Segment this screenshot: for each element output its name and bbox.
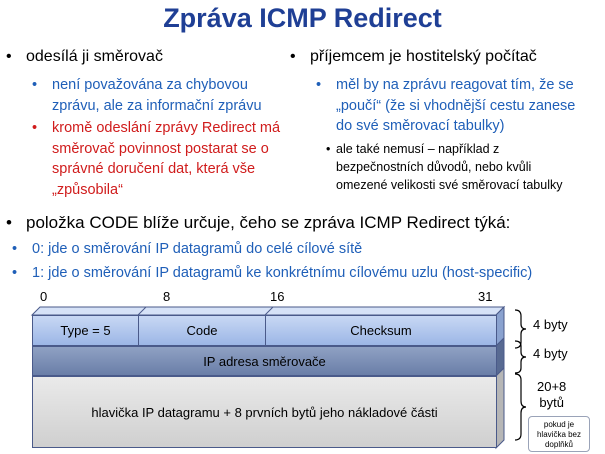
bullet-dot: •	[6, 213, 12, 232]
text-line: správné doručení dat, která vše	[52, 161, 256, 177]
divider-edge	[137, 306, 147, 316]
text-line: do své směrovací tabulky)	[336, 118, 505, 134]
row1-top-edge	[30, 306, 506, 316]
text-line: zprávu, ale za informační zprávu	[52, 97, 262, 114]
bullet-dot: •	[12, 241, 18, 257]
brace-row2	[514, 340, 527, 374]
bullet-dot: •	[316, 77, 322, 93]
text-line: směrovač povinnost postarat se o	[52, 140, 269, 157]
size-row1: 4 byty	[533, 317, 568, 332]
size-row3: 20+8 bytů	[537, 379, 567, 410]
code-item-1: • 1: jde o směrování IP datagramů ke kon…	[12, 263, 532, 284]
right-heading: •příjemcem je hostitelský počítač	[290, 48, 537, 65]
bullet-dot: •	[290, 48, 296, 65]
code-item-0: • 0: jde o směrování IP datagramů do cel…	[12, 239, 362, 260]
text-line: omezené velikosti své směrovací tabulky	[336, 178, 563, 192]
bullet-dot: •	[12, 265, 18, 281]
left-sub1: • není považována za chybovou zprávu, al…	[32, 75, 262, 116]
bit-label: 0	[40, 289, 48, 304]
text-line: „způsobila“	[52, 181, 123, 198]
divider-edge	[264, 306, 274, 316]
text-line: kromě odeslání zprávy Redirect má	[52, 120, 281, 136]
right-sub1: • měl by na zprávu reagovat tím, že se „…	[316, 75, 575, 137]
bullet-dot: •	[32, 77, 38, 93]
left-heading: •odesílá ji směrovač	[6, 48, 163, 65]
size-row2: 4 byty	[533, 346, 568, 361]
code-field: Code	[138, 315, 266, 346]
code-heading: •položka CODE blíže určuje, čeho se zprá…	[6, 213, 511, 232]
text-line: bezpečnostních důvodů, nebo kvůli	[336, 160, 532, 174]
right-sub2: • ale také nemusí – například z bezpečno…	[326, 140, 563, 194]
bit-label: 31	[478, 289, 493, 304]
brace-row1	[514, 309, 527, 349]
text-line: „poučí“ (že si vhodnější cestu zanese	[336, 97, 576, 114]
header-note: pokud je hlavička bez doplňků	[528, 416, 590, 452]
bullet-dot: •	[326, 142, 331, 156]
bit-label: 16	[270, 289, 285, 304]
checksum-field: Checksum	[265, 315, 497, 346]
text-line: měl by na zprávu reagovat tím, že se	[336, 77, 574, 93]
bullet-dot: •	[32, 120, 38, 136]
page-title: Zpráva ICMP Redirect	[163, 3, 442, 33]
type-field: Type = 5	[32, 315, 139, 346]
text-line: ale také nemusí – například z	[336, 142, 500, 156]
bit-label: 8	[163, 289, 171, 304]
brace-row3	[514, 373, 527, 441]
bullet-dot: •	[6, 48, 12, 65]
text-line: není považována za chybovou	[52, 77, 248, 93]
ip-header-field: hlavička IP datagramu + 8 prvních bytů j…	[32, 376, 497, 448]
left-sub2: • kromě odeslání zprávy Redirect má směr…	[32, 118, 280, 200]
ip-address-field: IP adresa směrovače	[32, 346, 497, 376]
row3-side	[495, 366, 505, 450]
